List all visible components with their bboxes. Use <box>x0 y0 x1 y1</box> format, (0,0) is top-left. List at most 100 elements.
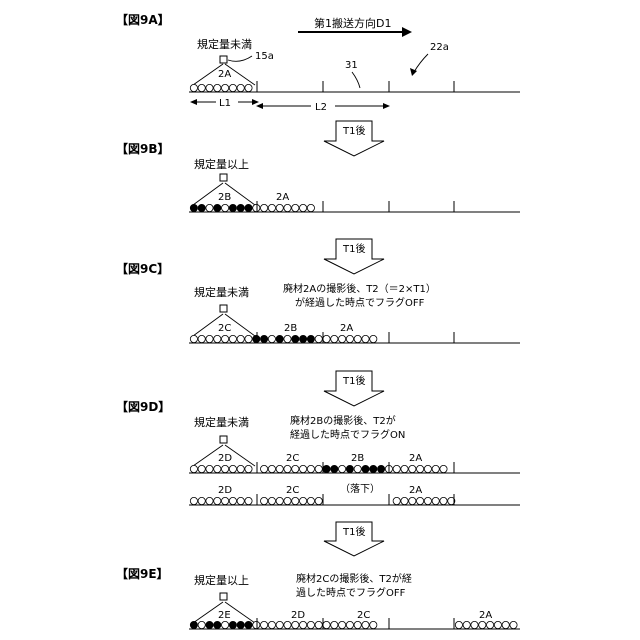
dim-l1-arrow-left <box>190 99 197 105</box>
waste-piece <box>237 497 244 504</box>
waste-piece <box>393 465 400 472</box>
waste-piece <box>268 204 275 211</box>
waste-piece <box>237 335 244 342</box>
sensor-icon <box>220 174 227 181</box>
waste-piece <box>261 465 268 472</box>
waste-piece <box>198 84 205 91</box>
dim-l2-arrow-left <box>256 103 263 109</box>
waste-piece <box>315 335 322 342</box>
fig-9d-status: 規定量未満 <box>194 415 249 429</box>
waste-piece-dark <box>190 621 197 628</box>
fig-9d: 【図9D】 規定量未満 廃材2Bの撮影後、T2が 経過した時点でフラグON 2D… <box>116 399 520 505</box>
group-2a: 2A <box>340 323 353 334</box>
waste-piece <box>261 621 268 628</box>
waste-piece-dark <box>276 335 283 342</box>
waste-piece <box>198 621 205 628</box>
waste-piece <box>354 465 361 472</box>
group-2a: 2A <box>409 453 422 464</box>
waste-piece <box>276 204 283 211</box>
fig-9a-heading: 【図9A】 <box>116 12 170 27</box>
waste-piece <box>222 204 229 211</box>
waste-piece <box>237 84 244 91</box>
waste-piece <box>214 335 221 342</box>
waste-piece-dark <box>331 465 338 472</box>
waste-piece <box>432 465 439 472</box>
sensor-icon <box>220 436 227 443</box>
waste-piece <box>276 465 283 472</box>
fig-9e-status: 規定量以上 <box>194 573 249 587</box>
ref-22a: 22a <box>430 42 449 53</box>
step-arrow-label: T1後 <box>342 525 365 538</box>
sensor-leader <box>228 56 252 61</box>
waste-piece <box>370 621 377 628</box>
fig-9a-circles <box>190 84 252 91</box>
fig-9c-heading: 【図9C】 <box>116 261 169 276</box>
waste-piece <box>222 497 229 504</box>
waste-piece <box>331 621 338 628</box>
waste-piece <box>409 465 416 472</box>
waste-piece-dark <box>237 204 244 211</box>
waste-piece <box>292 204 299 211</box>
waste-piece <box>222 465 229 472</box>
waste-piece <box>502 621 509 628</box>
sensor-icon <box>220 305 227 312</box>
waste-piece <box>401 465 408 472</box>
waste-piece <box>307 204 314 211</box>
group-2b: 2B <box>218 192 231 203</box>
waste-piece <box>190 84 197 91</box>
fig-9a-status: 規定量未満 <box>197 37 252 51</box>
step-arrow-1: T1後 <box>324 121 384 156</box>
waste-piece <box>206 497 213 504</box>
waste-piece <box>354 621 361 628</box>
waste-piece <box>268 465 275 472</box>
waste-piece-dark <box>253 335 260 342</box>
waste-piece-dark <box>214 204 221 211</box>
fig-9e-note-line2: 過した時点でフラグOFF <box>296 586 406 599</box>
waste-piece <box>245 84 252 91</box>
group-2d: 2D <box>291 610 305 621</box>
ref-15a: 15a <box>255 51 274 62</box>
waste-piece-dark <box>229 204 236 211</box>
waste-piece <box>198 335 205 342</box>
waste-piece <box>440 465 447 472</box>
group-2c: 2C <box>286 453 299 464</box>
waste-piece <box>354 335 361 342</box>
waste-piece <box>510 621 517 628</box>
fig-9d-note-line2: 経過した時点でフラグON <box>290 428 405 441</box>
waste-piece <box>276 621 283 628</box>
fig-9c-status: 規定量未満 <box>194 285 249 299</box>
waste-piece <box>487 621 494 628</box>
waste-piece <box>206 465 213 472</box>
lower-group-2a: 2A <box>409 485 422 496</box>
waste-piece <box>198 465 205 472</box>
fig-9e-circles <box>190 621 517 628</box>
waste-piece <box>284 204 291 211</box>
waste-piece <box>300 465 307 472</box>
group-2c: 2C <box>218 323 231 334</box>
waste-piece <box>362 621 369 628</box>
waste-piece <box>339 465 346 472</box>
waste-piece <box>339 621 346 628</box>
waste-piece <box>222 84 229 91</box>
waste-piece <box>362 335 369 342</box>
waste-piece-dark <box>214 621 221 628</box>
waste-piece <box>346 621 353 628</box>
step-arrow-label: T1後 <box>342 374 365 387</box>
waste-piece <box>190 497 197 504</box>
waste-piece <box>463 621 470 628</box>
waste-piece <box>284 335 291 342</box>
waste-piece <box>307 497 314 504</box>
step-arrow-3: T1後 <box>324 371 384 406</box>
waste-piece <box>315 465 322 472</box>
waste-piece <box>315 497 322 504</box>
waste-piece-dark <box>323 465 330 472</box>
step-arrow-label: T1後 <box>342 242 365 255</box>
waste-piece <box>300 621 307 628</box>
waste-piece-dark <box>261 335 268 342</box>
waste-piece <box>284 497 291 504</box>
waste-piece-dark <box>245 204 252 211</box>
waste-piece <box>268 335 275 342</box>
lower-group-2c: 2C <box>286 485 299 496</box>
ref-31: 31 <box>345 60 358 71</box>
